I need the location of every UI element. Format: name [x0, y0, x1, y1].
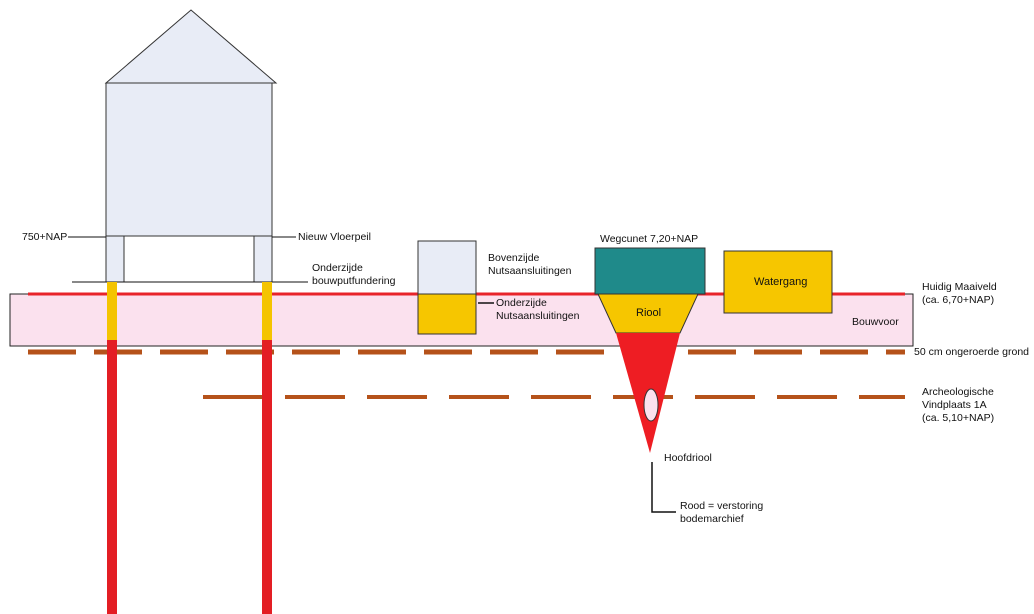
- watergang-box: [723, 250, 833, 314]
- label-bovenzijde-nuts-line2: Nutsaansluitingen: [488, 265, 572, 277]
- house-foundation-right: [253, 235, 273, 283]
- label-huidig-maaiveld: Huidig Maaiveld (ca. 6,70+NAP): [922, 281, 997, 307]
- nuts-lower-box: [417, 293, 477, 335]
- label-bovenzijde-nuts-line1: Bovenzijde: [488, 252, 540, 264]
- legend-leader: [651, 462, 676, 513]
- pile-right-red: [262, 340, 272, 614]
- label-onderzijde-nuts-line2: Nutsaansluitingen: [496, 310, 580, 322]
- pile-left-red: [107, 340, 117, 614]
- legend-text-line2: bodemarchief: [680, 513, 744, 525]
- label-vindplaats-line1: Archeologische: [922, 386, 994, 398]
- label-hoofdriool: Hoofdriool: [664, 452, 712, 464]
- label-archeologische-vindplaats: Archeologische Vindplaats 1A (ca. 5,10+N…: [922, 386, 994, 425]
- house-roof: [104, 9, 278, 84]
- wegcunet-box: [594, 247, 706, 295]
- label-vindplaats-line3: (ca. 5,10+NAP): [922, 412, 995, 424]
- legend-text: Rood = verstoring bodemarchief: [680, 500, 763, 526]
- hoofdriool-pipe: [643, 388, 659, 422]
- label-nieuw-vloerpeil: Nieuw Vloerpeil: [298, 231, 371, 243]
- label-huidig-maaiveld-line2: (ca. 6,70+NAP): [922, 294, 995, 306]
- label-wegcunet: Wegcunet 7,20+NAP: [600, 233, 699, 245]
- label-onderzijde-nuts-line1: Onderzijde: [496, 297, 547, 309]
- legend-text-line1: Rood = verstoring: [680, 500, 764, 512]
- nuts-upper-box: [417, 240, 477, 295]
- label-onderzijde-bouwput-line1: Onderzijde: [312, 262, 363, 274]
- label-onderzijde-bouwput: Onderzijde bouwputfundering: [312, 262, 395, 288]
- label-watergang: Watergang: [754, 276, 808, 288]
- house-foundation-left: [105, 235, 125, 283]
- pile-left-yellow: [107, 282, 117, 340]
- label-onderzijde-nuts: Onderzijde Nutsaansluitingen: [496, 297, 579, 323]
- label-riool: Riool: [636, 307, 662, 319]
- label-huidig-maaiveld-line1: Huidig Maaiveld: [922, 281, 997, 293]
- pile-right-yellow: [262, 282, 272, 340]
- label-bouwvoor: Bouwvoor: [852, 316, 899, 328]
- label-750-nap: 750+NAP: [22, 231, 68, 243]
- label-onderzijde-bouwput-line2: bouwputfundering: [312, 275, 396, 287]
- label-bovenzijde-nuts: Bovenzijde Nutsaansluitingen: [488, 252, 571, 278]
- label-ongeroerde-grond: 50 cm ongeroerde grond: [914, 346, 1029, 358]
- house-body: [105, 82, 273, 237]
- label-vindplaats-line2: Vindplaats 1A: [922, 399, 987, 411]
